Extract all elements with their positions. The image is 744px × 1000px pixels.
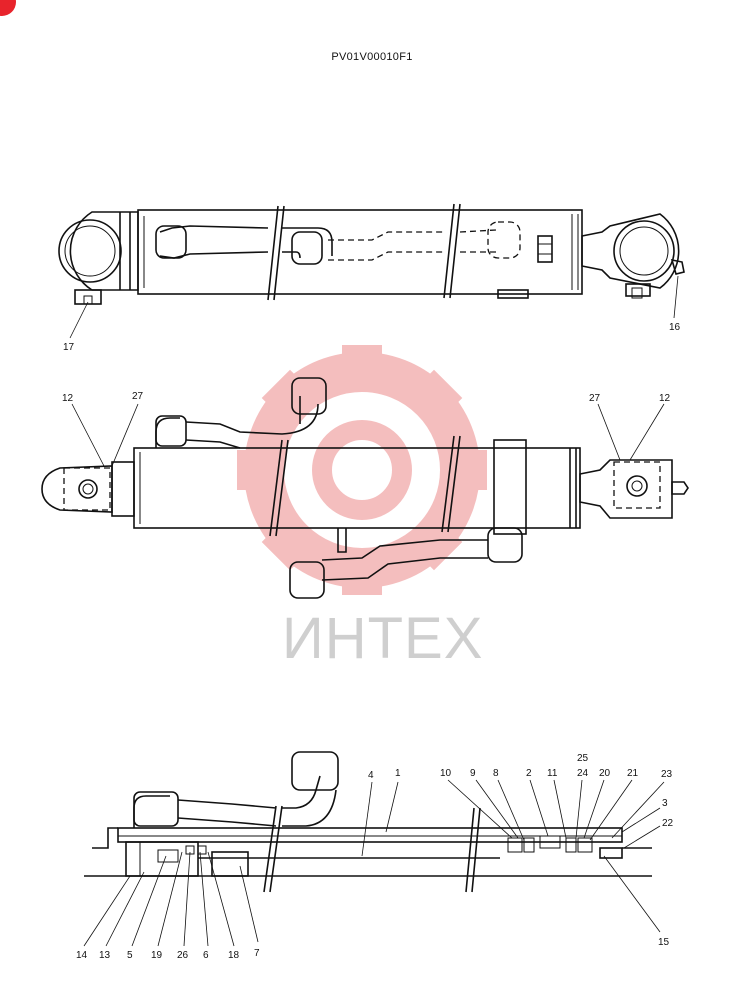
callout-6: 6 bbox=[203, 950, 209, 961]
callout-12-left: 12 bbox=[62, 393, 74, 404]
callout-1: 1 bbox=[395, 768, 401, 779]
callout-22: 22 bbox=[662, 818, 674, 829]
callout-24: 24 bbox=[577, 768, 589, 779]
callout-14: 14 bbox=[76, 950, 88, 961]
callout-7: 7 bbox=[254, 948, 260, 959]
callout-4: 4 bbox=[368, 770, 374, 781]
callout-23: 23 bbox=[661, 769, 673, 780]
callout-13: 13 bbox=[99, 950, 111, 961]
top-view-cylinder bbox=[58, 203, 685, 305]
callout-5: 5 bbox=[127, 950, 133, 961]
watermark-gear-logo bbox=[237, 345, 487, 595]
callout-2: 2 bbox=[526, 768, 532, 779]
watermark-text: ИНТЕХ bbox=[282, 606, 483, 671]
callout-11: 11 bbox=[547, 768, 558, 779]
callout-26: 26 bbox=[177, 950, 189, 961]
callout-3: 3 bbox=[662, 798, 668, 809]
callout-21: 21 bbox=[627, 768, 639, 779]
callout-27-right: 27 bbox=[589, 393, 601, 404]
callout-25: 25 bbox=[577, 753, 589, 764]
callout-18: 18 bbox=[228, 950, 240, 961]
callout-27-left: 27 bbox=[132, 391, 144, 402]
callout-8: 8 bbox=[493, 768, 499, 779]
callout-16: 16 bbox=[669, 322, 681, 333]
callout-17: 17 bbox=[63, 342, 75, 353]
callout-19: 19 bbox=[151, 950, 163, 961]
callout-20: 20 bbox=[599, 768, 611, 779]
middle-view-cylinder bbox=[41, 377, 689, 599]
callout-12-right: 12 bbox=[659, 393, 671, 404]
document-code: PV01V00010F1 bbox=[331, 51, 413, 63]
callout-9: 9 bbox=[470, 768, 476, 779]
section-view-cylinder bbox=[84, 751, 652, 893]
callout-15: 15 bbox=[658, 937, 670, 948]
callout-10: 10 bbox=[440, 768, 452, 779]
